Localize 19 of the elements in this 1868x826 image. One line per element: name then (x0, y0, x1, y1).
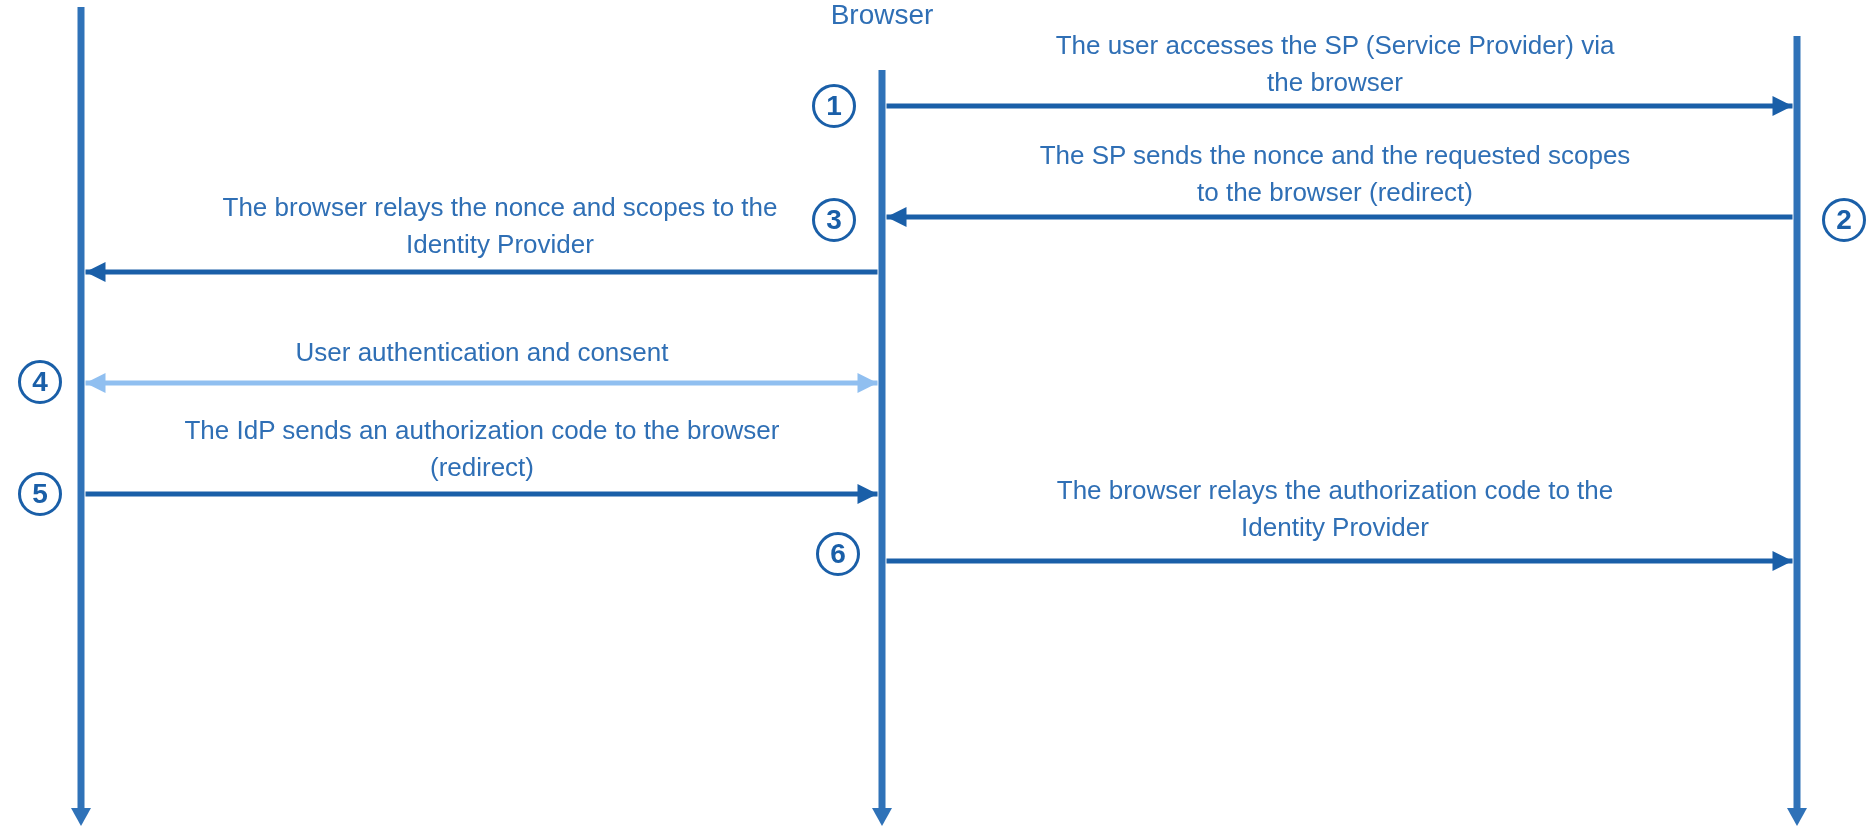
message-label: The browser relays the authorization code to the Identity Provider (1055, 474, 1615, 544)
message-arrow (886, 96, 1793, 116)
step-number: 6 (816, 532, 860, 576)
step-number: 5 (18, 472, 62, 516)
step-number: 4 (18, 360, 62, 404)
message-label: The IdP sends an authorization code to the browser (redirect) (183, 414, 781, 484)
message-label: The user accesses the SP (Service Provider) via the browser (1054, 29, 1616, 99)
message-arrow (85, 373, 878, 393)
message-arrow (85, 484, 878, 504)
lifeline-heading: Browser (830, 0, 934, 30)
message-arrow (886, 551, 1793, 571)
step-number: 3 (812, 198, 856, 242)
step-number: 2 (1822, 198, 1866, 242)
step-number: 1 (812, 84, 856, 128)
message-label: User authentication and consent (294, 336, 670, 369)
message-label: The browser relays the nonce and scopes to the Identity Provider (221, 191, 779, 261)
message-label: The SP sends the nonce and the requested scopes to the browser (redirect) (1038, 139, 1632, 209)
message-arrow (886, 207, 1793, 227)
message-arrow (85, 262, 878, 282)
